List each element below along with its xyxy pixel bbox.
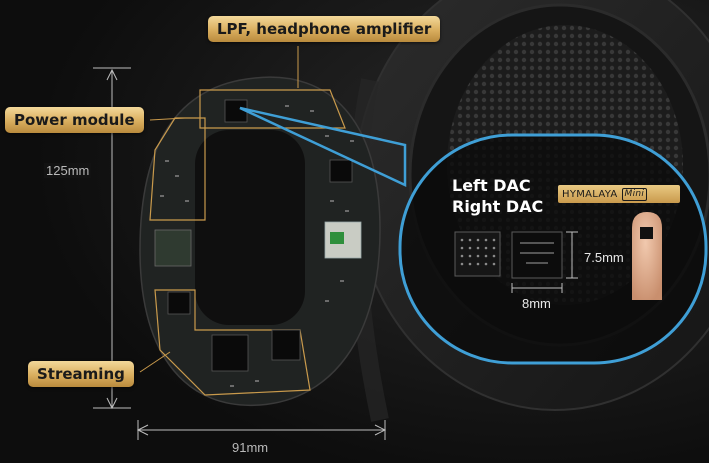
- right-dac-label: Right DAC: [452, 197, 544, 216]
- chip-height-label: 7.5mm: [584, 250, 624, 265]
- dac-chip-left: [454, 231, 501, 277]
- streaming-leader-line: [139, 351, 171, 373]
- width-dimension: [136, 420, 387, 440]
- streaming-label: Streaming: [28, 361, 134, 387]
- width-dimension-label: 91mm: [232, 440, 269, 455]
- brand-badge: HYMALAYA Mini: [558, 185, 680, 203]
- power-module-label: Power module: [5, 107, 144, 133]
- pcb-board: [139, 76, 381, 407]
- height-dimension-label: 125mm: [44, 163, 92, 178]
- dac-chip-right: [511, 231, 563, 279]
- brand-sub: Mini: [621, 187, 648, 201]
- chip-dimension-lines: [511, 231, 578, 293]
- brand-name: HYMALAYA: [562, 188, 618, 200]
- power-leader-line: [149, 117, 186, 121]
- chip-width-label: 8mm: [522, 296, 551, 311]
- lpf-amplifier-label: LPF, headphone amplifier: [208, 16, 441, 42]
- left-dac-label: Left DAC: [452, 176, 531, 195]
- fingertip-image: [632, 212, 662, 300]
